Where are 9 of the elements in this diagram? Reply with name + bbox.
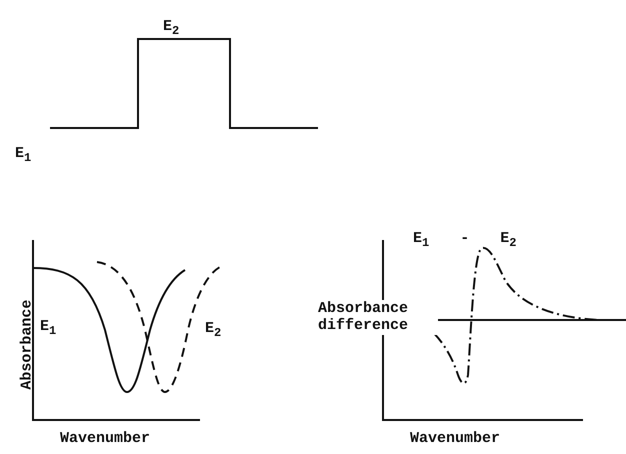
axis-label: Absorbance: [18, 300, 36, 390]
axis-label: Wavenumber: [410, 430, 500, 448]
curve-label: E$_{1}$: [40, 318, 56, 339]
axis-label: Absorbance difference: [318, 300, 438, 334]
curve-label: E$_{2}$: [205, 320, 222, 341]
curve-label: E$_{2}$: [163, 18, 180, 39]
axis-label: Wavenumber: [60, 430, 150, 448]
curve-label: E$_{1}$: [15, 145, 32, 166]
curve-label: E$_{1}$ - E$_{2}$: [413, 230, 516, 251]
